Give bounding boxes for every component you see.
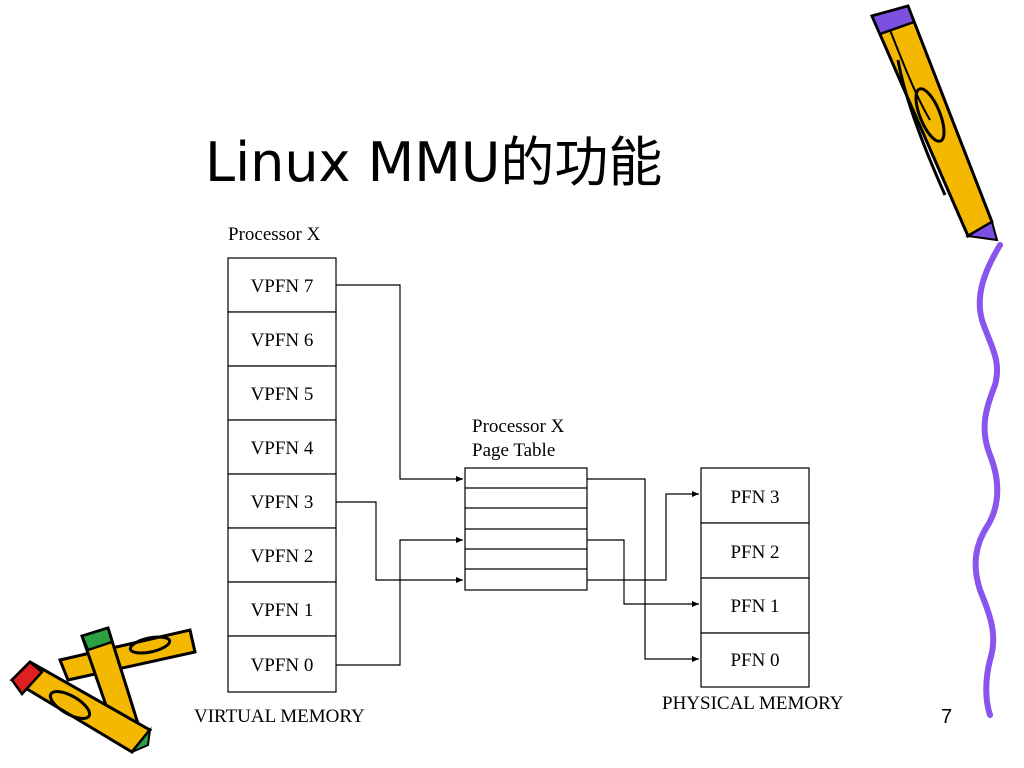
virtual-page-box bbox=[227, 635, 337, 693]
vpfn-5-label: VPFN 5 bbox=[251, 384, 314, 405]
physical-page-box bbox=[700, 467, 810, 524]
virtual-page-box bbox=[227, 365, 337, 421]
virtual-page-box bbox=[227, 257, 337, 313]
arrow-to-pfn1 bbox=[587, 539, 699, 607]
pfn-0-label: PFN 0 bbox=[730, 650, 779, 671]
squiggle-decoration bbox=[972, 242, 1003, 718]
page-table-label-line2: Page Table bbox=[472, 440, 555, 461]
vpfn-2-label: VPFN 2 bbox=[251, 546, 314, 567]
pfn-2-label: PFN 2 bbox=[730, 542, 779, 563]
processor-label: Processor X bbox=[228, 224, 321, 245]
virtual-page-box bbox=[227, 527, 337, 583]
vpfn-1-label: VPFN 1 bbox=[251, 600, 314, 621]
page-table-label-line1: Processor X bbox=[472, 416, 565, 437]
virtual-memory-label: VIRTUAL MEMORY bbox=[194, 706, 365, 727]
physical-page-box bbox=[700, 522, 810, 579]
physical-memory-label: PHYSICAL MEMORY bbox=[662, 693, 844, 714]
arrow-vpfn0 bbox=[336, 537, 463, 666]
vpfn-0-label: VPFN 0 bbox=[251, 655, 314, 676]
physical-page-box bbox=[700, 632, 810, 688]
virtual-to-page-table-arrows bbox=[336, 284, 463, 666]
vpfn-6-label: VPFN 6 bbox=[251, 330, 314, 351]
page-number: 7 bbox=[941, 706, 953, 728]
arrow-to-pfn3 bbox=[587, 491, 699, 581]
arrow-vpfn3 bbox=[336, 501, 463, 583]
pfn-3-label: PFN 3 bbox=[730, 487, 779, 508]
virtual-page-box bbox=[227, 473, 337, 529]
page-table-to-physical-arrows bbox=[587, 478, 699, 662]
arrow-to-pfn0 bbox=[587, 478, 699, 662]
vpfn-4-label: VPFN 4 bbox=[251, 438, 314, 459]
pfn-1-label: PFN 1 bbox=[730, 596, 779, 617]
virtual-memory-column: VPFN 7 VPFN 6 VPFN 5 VPFN 4 VPFN 3 VPFN … bbox=[227, 257, 337, 693]
arrow-vpfn7 bbox=[336, 284, 463, 482]
physical-memory-column: PFN 3 PFN 2 PFN 1 PFN 0 bbox=[700, 467, 810, 688]
physical-page-box bbox=[700, 577, 810, 634]
virtual-page-box bbox=[227, 581, 337, 637]
pencils-icon-bottom-left bbox=[9, 626, 197, 754]
pencil-icon-top-right bbox=[869, 4, 999, 242]
vpfn-3-label: VPFN 3 bbox=[251, 492, 314, 513]
vpfn-7-label: VPFN 7 bbox=[251, 276, 314, 297]
page-table bbox=[464, 467, 588, 591]
slide-title: Linux MMU的功能 bbox=[205, 131, 663, 194]
